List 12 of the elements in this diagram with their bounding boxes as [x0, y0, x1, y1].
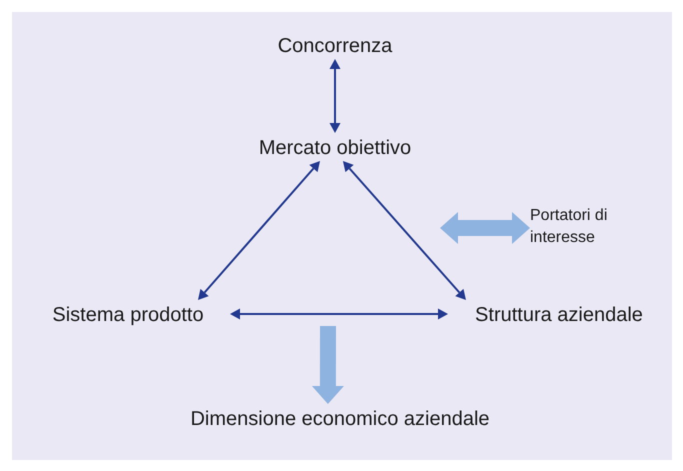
block-arrow — [440, 212, 530, 244]
node-label: Dimensione economico aziendale — [189, 407, 491, 432]
double-arrow — [198, 161, 320, 300]
block-arrow — [312, 326, 344, 404]
node-label: Mercato obiettivo — [258, 136, 412, 161]
double-arrow — [330, 59, 340, 133]
node-label: Sistema prodotto — [51, 303, 205, 328]
double-arrow — [342, 161, 466, 300]
node-label: Concorrenza — [276, 34, 394, 59]
node-label: Portatori di interesse — [530, 206, 608, 248]
double-arrow — [230, 308, 448, 320]
node-label: Struttura aziendale — [474, 303, 644, 328]
